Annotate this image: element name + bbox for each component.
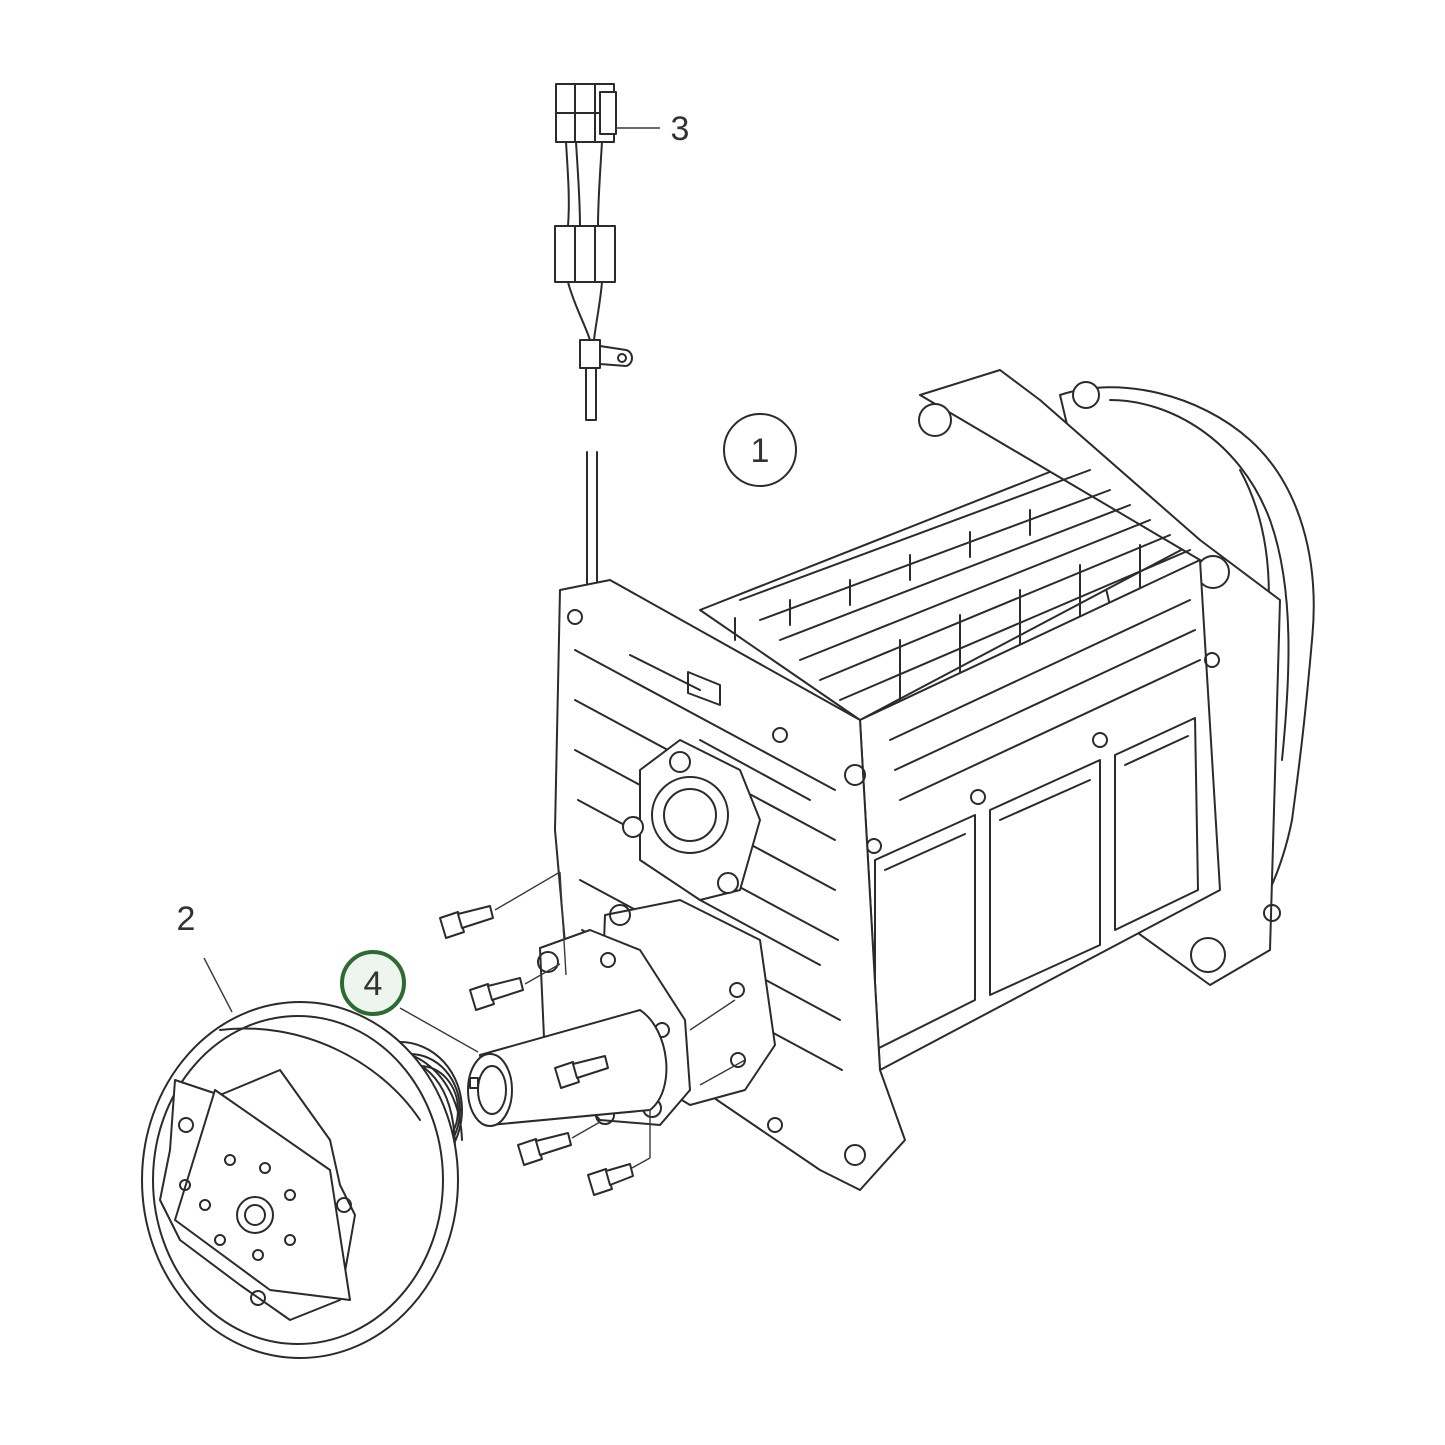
clutch-pulley-assembly — [141, 1001, 463, 1359]
lower-connector-plug — [554, 225, 616, 283]
harness-clip — [579, 339, 633, 369]
callout-1-label: 1 — [751, 432, 770, 470]
bolt — [587, 1110, 651, 1196]
upper-connector-plug — [555, 83, 617, 143]
bolt — [439, 871, 561, 939]
callout-4-highlight-ring — [340, 950, 406, 1016]
leader-line-4 — [399, 1007, 479, 1053]
bolt — [554, 1055, 609, 1089]
bolt — [517, 1121, 601, 1166]
leader-line-2 — [203, 957, 233, 1013]
supercharger-housing: 1 — [554, 369, 1315, 1191]
mounting-bolts — [439, 871, 746, 1196]
callout-4[interactable]: 4 — [340, 950, 406, 1016]
bypass-valve-boss — [622, 739, 761, 901]
callout-2: 2 — [177, 900, 196, 938]
cooling-fins-top — [734, 469, 1191, 701]
bolt — [469, 963, 561, 1011]
callout-3: 3 — [671, 110, 690, 148]
armature-plate — [159, 1069, 356, 1321]
callout-4-label: 4 — [364, 965, 383, 1003]
callout-1: 1 — [723, 413, 797, 487]
